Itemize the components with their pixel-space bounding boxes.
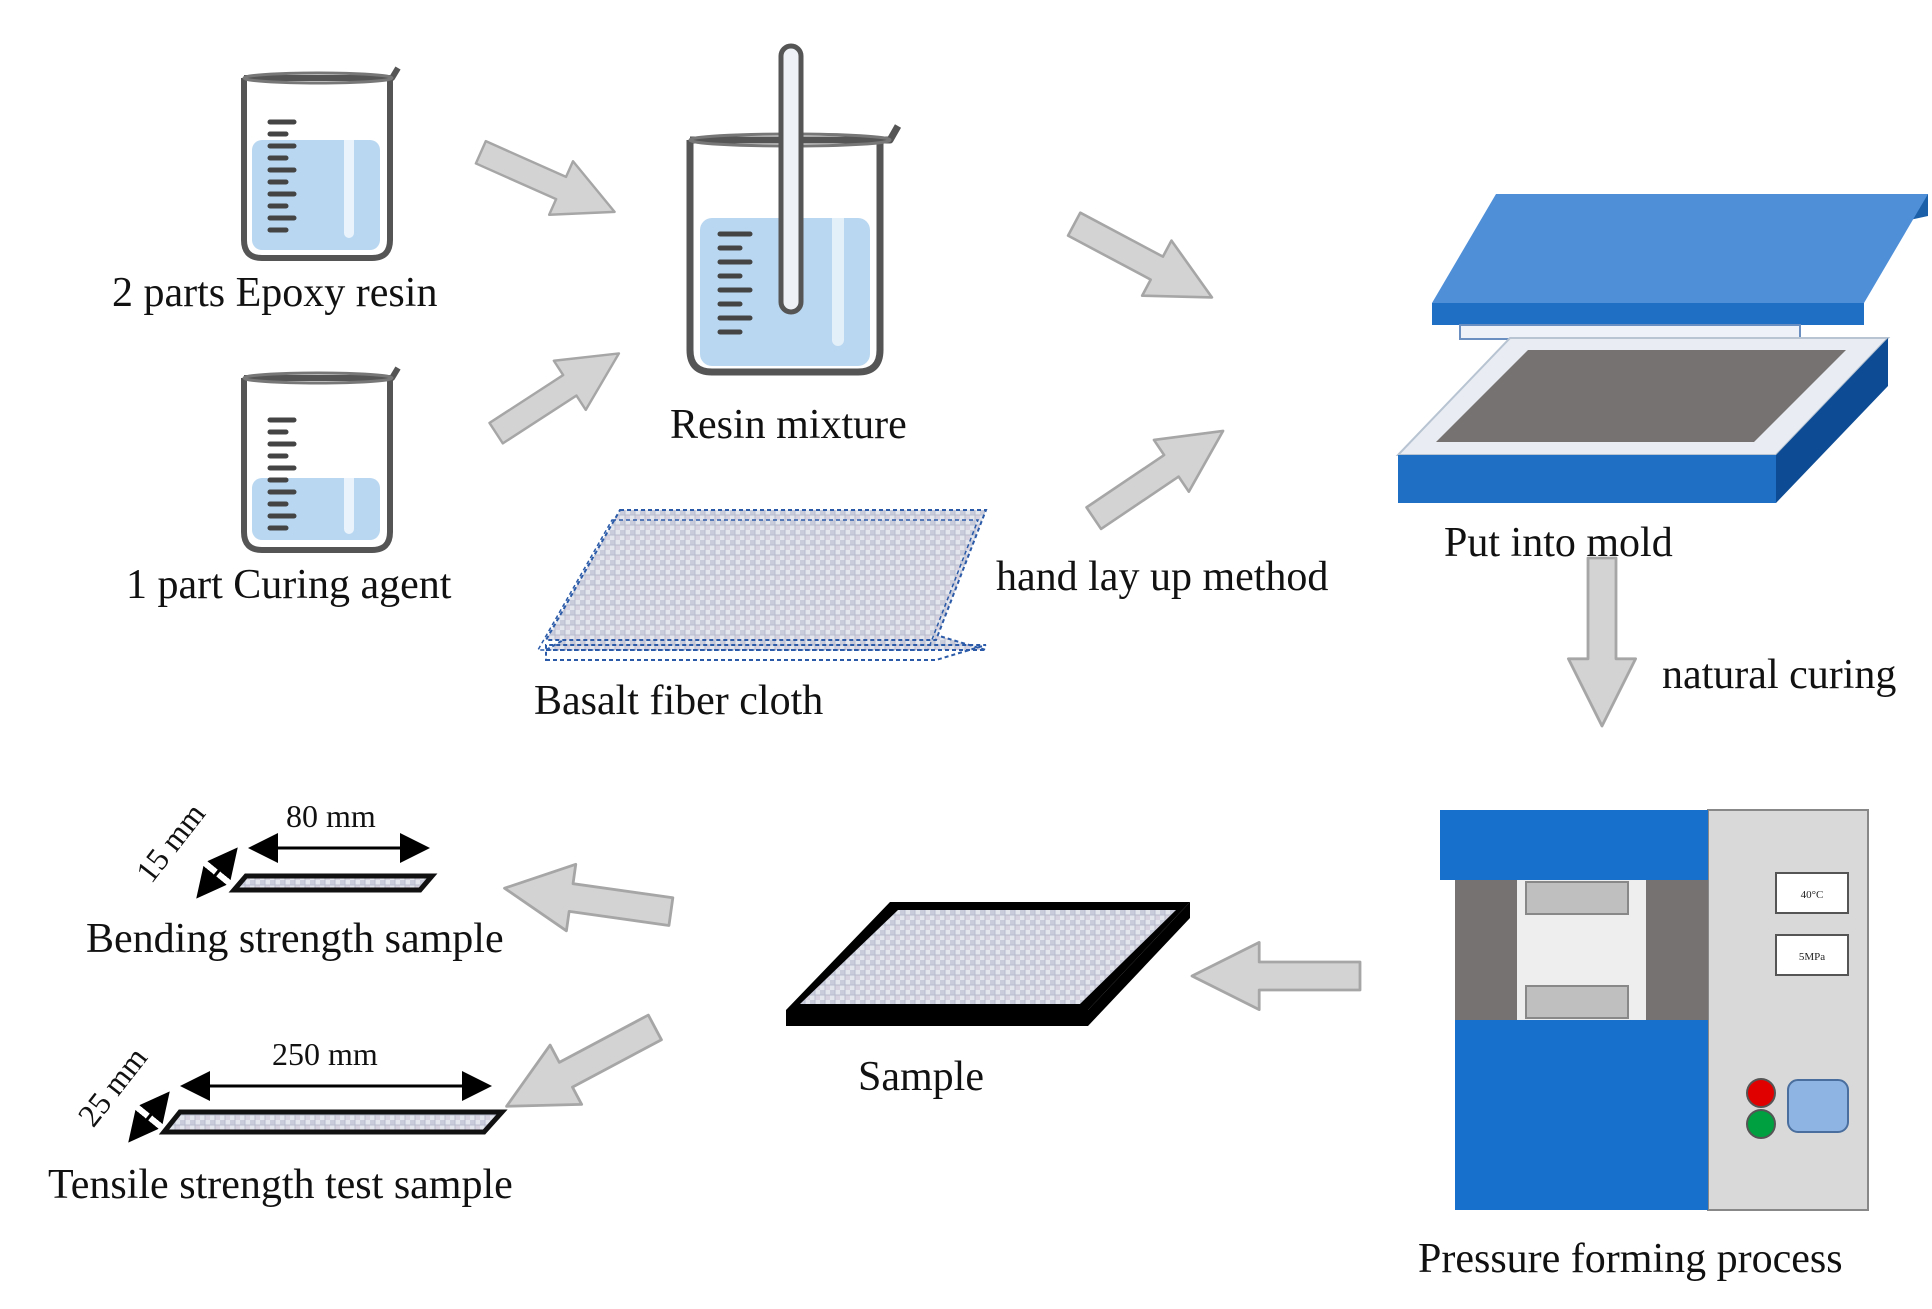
curing-agent-label: 1 part Curing agent: [126, 562, 452, 608]
sample-plate-icon: [786, 902, 1190, 1026]
arrow-epoxy-to-mixture: [474, 139, 616, 216]
mold-label: Put into mold: [1444, 520, 1673, 566]
tensile-sample-label: Tensile strength test sample: [48, 1162, 513, 1208]
basalt-cloth-label: Basalt fiber cloth: [534, 678, 824, 724]
mold-icon: [1395, 194, 1928, 503]
green-light-icon: [1746, 1109, 1776, 1139]
control-button-icon: [1787, 1079, 1849, 1133]
temperature-display: [1775, 872, 1849, 914]
tensile-sample-strip-icon: [158, 1109, 508, 1135]
tensile-length-label: 250 mm: [272, 1036, 378, 1072]
arrow-mold-to-press: [1567, 556, 1637, 728]
curing-agent-beaker-icon: [241, 366, 401, 553]
basalt-fiber-cloth-icon: [536, 509, 988, 661]
bending-length-label: 80 mm: [286, 798, 376, 834]
hand-lay-up-label: hand lay up method: [996, 554, 1329, 600]
arrow-mixture-to-mold: [1066, 211, 1214, 299]
resin-mixture-label: Resin mixture: [670, 402, 907, 448]
epoxy-label: 2 parts Epoxy resin: [112, 270, 438, 316]
pressure-forming-label: Pressure forming process: [1418, 1236, 1843, 1282]
sample-label: Sample: [858, 1054, 984, 1100]
natural-curing-label: natural curing: [1662, 652, 1897, 698]
arrow-sample-to-tensile: [505, 1013, 663, 1108]
bending-sample-label: Bending strength sample: [86, 916, 504, 962]
temperature-readout: 40°C: [1801, 889, 1824, 901]
red-light-icon: [1746, 1078, 1776, 1108]
arrow-press-to-sample: [1190, 941, 1362, 1011]
tensile-width-arrow: [128, 1091, 170, 1143]
pressure-display: [1775, 934, 1849, 976]
arrow-cloth-to-mold: [1085, 429, 1225, 531]
epoxy-beaker-icon: [241, 66, 401, 261]
pressure-readout: 5MPa: [1799, 951, 1825, 963]
bending-width-arrow: [196, 847, 238, 899]
arrow-sample-to-bending: [503, 862, 675, 933]
bending-sample-strip-icon: [228, 873, 438, 893]
arrow-agent-to-mixture: [488, 352, 621, 445]
resin-mixture-beaker-icon: [686, 43, 902, 376]
press-machine-icon: 40°C 5MPa: [1440, 809, 1869, 1211]
